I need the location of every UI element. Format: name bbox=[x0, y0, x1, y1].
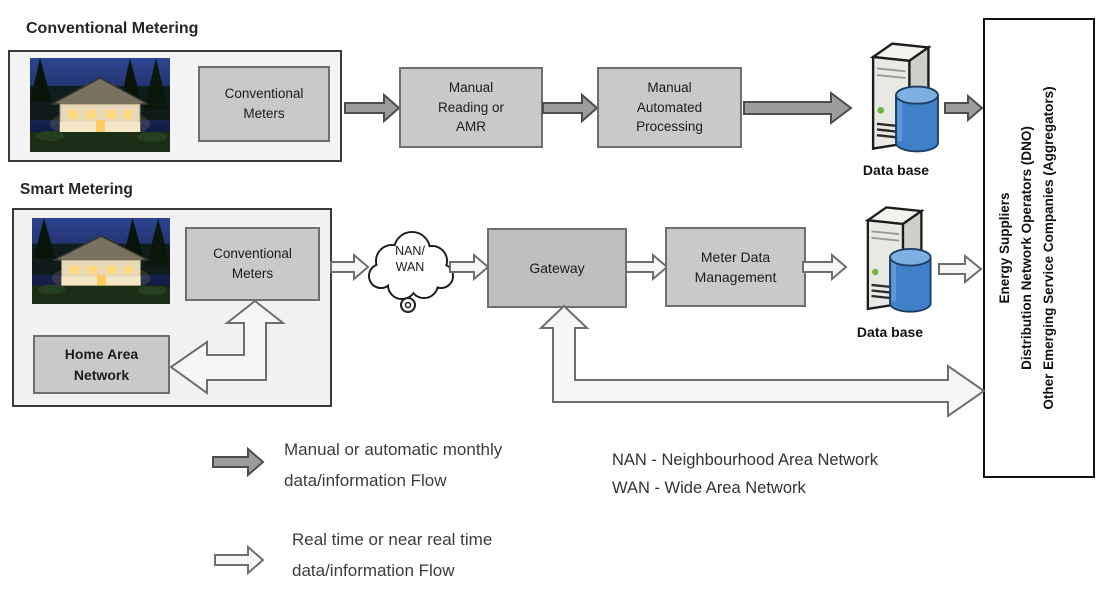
gateway-box: Gateway bbox=[487, 228, 627, 308]
flow-arrow-filled-icon bbox=[542, 92, 599, 124]
conventional-section-title: Conventional Metering bbox=[26, 20, 199, 37]
smart-section-title: Smart Metering bbox=[20, 181, 133, 198]
cloud-label: NAN/ WAN bbox=[374, 243, 446, 275]
database-label: Data base bbox=[862, 162, 930, 178]
database-icon bbox=[869, 42, 939, 153]
meter-data-management-label: Meter Data Management bbox=[694, 248, 777, 285]
house-photo bbox=[32, 218, 170, 304]
realtime-return-elbow-arrow-icon bbox=[538, 304, 986, 418]
legend-outline-arrow-icon bbox=[214, 544, 265, 576]
abbreviations-text: NAN - Neighbourhood Area Network WAN - W… bbox=[612, 446, 878, 502]
meter-data-management-box: Meter Data Management bbox=[665, 227, 806, 307]
recipients-box bbox=[983, 18, 1095, 478]
recipients-line-dno: Distribution Network Operators (DNO) bbox=[1019, 126, 1034, 370]
smart-conventional-meters-box: Conventional Meters bbox=[185, 227, 320, 301]
recipients-text: Energy Suppliers Distribution Network Op… bbox=[994, 28, 1084, 468]
nan-wan-cloud-icon bbox=[368, 231, 454, 313]
manual-processing-box: Manual Automated Processing bbox=[597, 67, 742, 148]
recipients-line-aggregators: Other Emerging Service Companies (Aggreg… bbox=[1041, 86, 1056, 410]
cloud-label-line2: WAN bbox=[395, 260, 425, 274]
home-area-network-box: Home Area Network bbox=[33, 335, 170, 394]
smart-conventional-meters-label: Conventional Meters bbox=[213, 246, 292, 281]
database-label: Data base bbox=[856, 324, 924, 340]
flow-arrow-outline-icon bbox=[625, 252, 669, 282]
flow-arrow-filled-icon bbox=[743, 91, 853, 125]
abbrev-wan: WAN - Wide Area Network bbox=[612, 479, 806, 497]
conventional-meters-box: Conventional Meters bbox=[198, 66, 330, 142]
gateway-label: Gateway bbox=[529, 259, 585, 276]
flow-arrow-outline-icon bbox=[802, 252, 848, 282]
flow-arrow-outline-icon bbox=[938, 253, 983, 285]
legend-filled-arrow-icon bbox=[212, 446, 265, 478]
flow-arrow-outline-icon bbox=[330, 252, 370, 282]
legend-manual-line1: Manual or automatic monthly bbox=[284, 440, 503, 459]
manual-reading-box: Manual Reading or AMR bbox=[399, 67, 543, 148]
recipients-line-energy: Energy Suppliers bbox=[997, 192, 1012, 304]
flow-arrow-filled-icon bbox=[344, 92, 401, 124]
legend-realtime-text: Real time or near real time data/informa… bbox=[292, 524, 492, 586]
legend-manual-line2: data/information Flow bbox=[284, 471, 447, 490]
legend-manual-text: Manual or automatic monthly data/informa… bbox=[284, 434, 502, 496]
legend-realtime-line1: Real time or near real time bbox=[292, 530, 493, 549]
home-area-network-label: Home Area Network bbox=[64, 346, 139, 383]
database-icon bbox=[864, 206, 932, 313]
abbrev-nan: NAN - Neighbourhood Area Network bbox=[612, 451, 878, 469]
flow-arrow-outline-icon bbox=[449, 252, 490, 282]
flow-arrow-filled-icon bbox=[944, 93, 984, 123]
house-photo bbox=[30, 58, 170, 152]
legend-realtime-line2: data/information Flow bbox=[292, 561, 455, 580]
cloud-label-line1: NAN/ bbox=[395, 244, 425, 258]
realtime-elbow-arrow-icon bbox=[169, 299, 286, 395]
manual-reading-label: Manual Reading or AMR bbox=[437, 80, 505, 135]
manual-processing-label: Manual Automated Processing bbox=[636, 80, 703, 135]
conventional-meters-label: Conventional Meters bbox=[224, 86, 304, 121]
